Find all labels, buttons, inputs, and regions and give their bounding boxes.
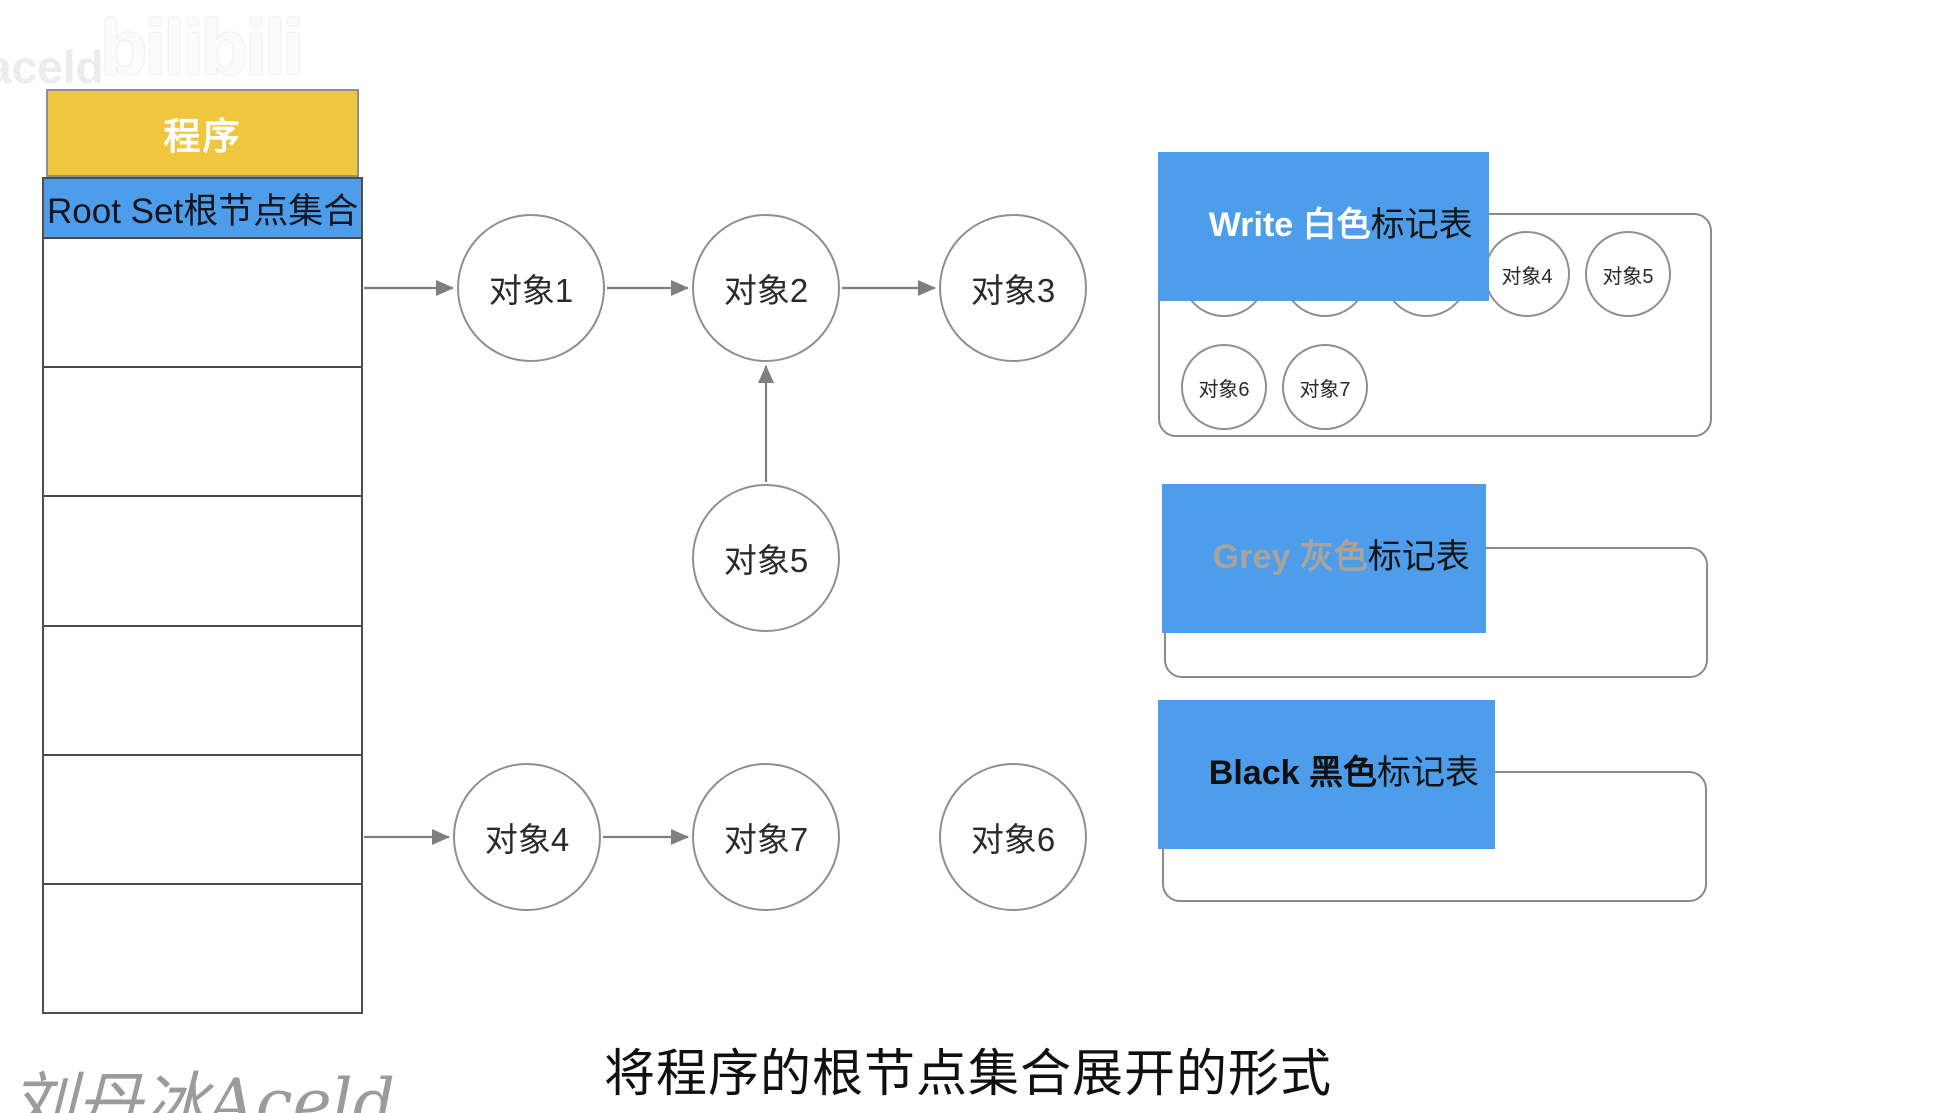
graph-node-5: 对象4	[453, 763, 601, 911]
caption-text: 将程序的根节点集合展开的形式	[603, 1045, 1332, 1102]
member-label: 对象6	[1198, 378, 1250, 401]
grey-table-label-cn: 灰色	[1299, 538, 1368, 577]
program-stack-table: Root Set根节点集合	[42, 177, 363, 1014]
black-table-label-suffix: 标记表	[1376, 754, 1479, 793]
stack-empty-rows	[44, 237, 361, 1013]
author-signature-watermark: 刘丹冰Aceld	[10, 1065, 396, 1113]
graph-node-3: 对象3	[939, 214, 1087, 362]
grey-table-label: Grey 灰色标记表	[1162, 484, 1486, 633]
grey-table-label-suffix: 标记表	[1367, 538, 1470, 577]
white-table-member-6: 对象6	[1181, 344, 1267, 430]
member-label: 对象5	[1602, 265, 1654, 288]
stack-empty-row	[44, 624, 361, 754]
graph-node-2: 对象2	[692, 214, 840, 362]
root-set-row: Root Set根节点集合	[44, 179, 361, 237]
watermark-aceld-icon: aceld	[0, 41, 104, 93]
graph-node-label: 对象1	[488, 272, 574, 309]
white-table-label-cn: 白色	[1302, 206, 1371, 245]
white-table-member-5: 对象5	[1585, 231, 1671, 317]
stack-empty-row	[44, 882, 361, 1013]
white-table-label-suffix: 标记表	[1370, 206, 1473, 245]
bilibili-logo-icon: bilibili	[100, 3, 304, 91]
graph-node-4: 对象5	[692, 484, 840, 632]
stack-empty-row	[44, 753, 361, 883]
black-table-label-en: Black	[1208, 754, 1300, 793]
member-label: 对象7	[1299, 378, 1351, 401]
stack-empty-row	[44, 495, 361, 625]
graph-node-label: 对象4	[484, 821, 570, 858]
white-table-label-en: Write	[1208, 206, 1294, 245]
graph-node-1: 对象1	[457, 214, 605, 362]
stack-empty-row	[44, 237, 361, 367]
white-table-member-7: 对象7	[1282, 344, 1368, 430]
stack-empty-row	[44, 366, 361, 496]
graph-node-label: 对象2	[723, 272, 809, 309]
graph-node-label: 对象6	[970, 821, 1056, 858]
black-table-label-cn: 黑色	[1308, 754, 1377, 793]
black-table-label: Black 黑色标记表	[1158, 700, 1495, 849]
graph-node-label: 对象7	[723, 821, 809, 858]
graph-node-6: 对象7	[692, 763, 840, 911]
white-table-label: Write 白色标记表	[1158, 152, 1489, 301]
member-label: 对象4	[1501, 265, 1553, 288]
graph-node-label: 对象3	[970, 272, 1056, 309]
grey-table-label-en: Grey	[1212, 538, 1291, 577]
program-stack-header: 程序	[46, 89, 359, 177]
graph-node-label: 对象5	[723, 542, 809, 579]
white-table-member-4: 对象4	[1484, 231, 1570, 317]
graph-node-7: 对象6	[939, 763, 1087, 911]
